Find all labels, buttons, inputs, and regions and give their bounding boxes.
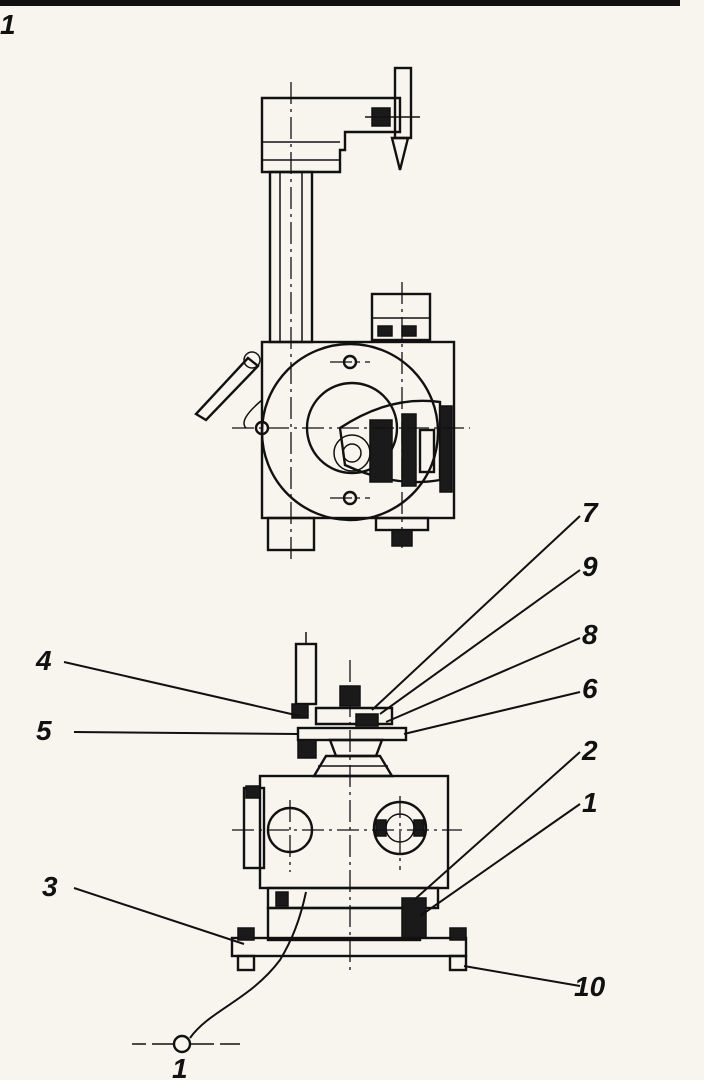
callout-7: 7 — [582, 497, 599, 528]
upper-side-view — [194, 66, 470, 560]
section-mark-label: 1 — [172, 1053, 188, 1080]
section-mark: 1 — [132, 1034, 240, 1080]
callout-6: 6 — [582, 673, 598, 704]
callout-4: 4 — [35, 645, 52, 676]
callout-2: 2 — [581, 735, 598, 766]
leader-lines — [63, 515, 581, 1039]
callout-9: 9 — [582, 551, 598, 582]
frame-top-border — [0, 0, 680, 6]
callout-5: 5 — [36, 715, 52, 746]
callout-10: 10 — [574, 971, 606, 1002]
corner-label: 1 — [0, 9, 16, 40]
callout-labels: 7 9 8 6 4 5 2 1 3 10 — [35, 497, 606, 1002]
callout-8: 8 — [582, 619, 598, 650]
lower-front-view — [230, 632, 468, 972]
callout-3: 3 — [42, 871, 58, 902]
callout-1: 1 — [582, 787, 598, 818]
